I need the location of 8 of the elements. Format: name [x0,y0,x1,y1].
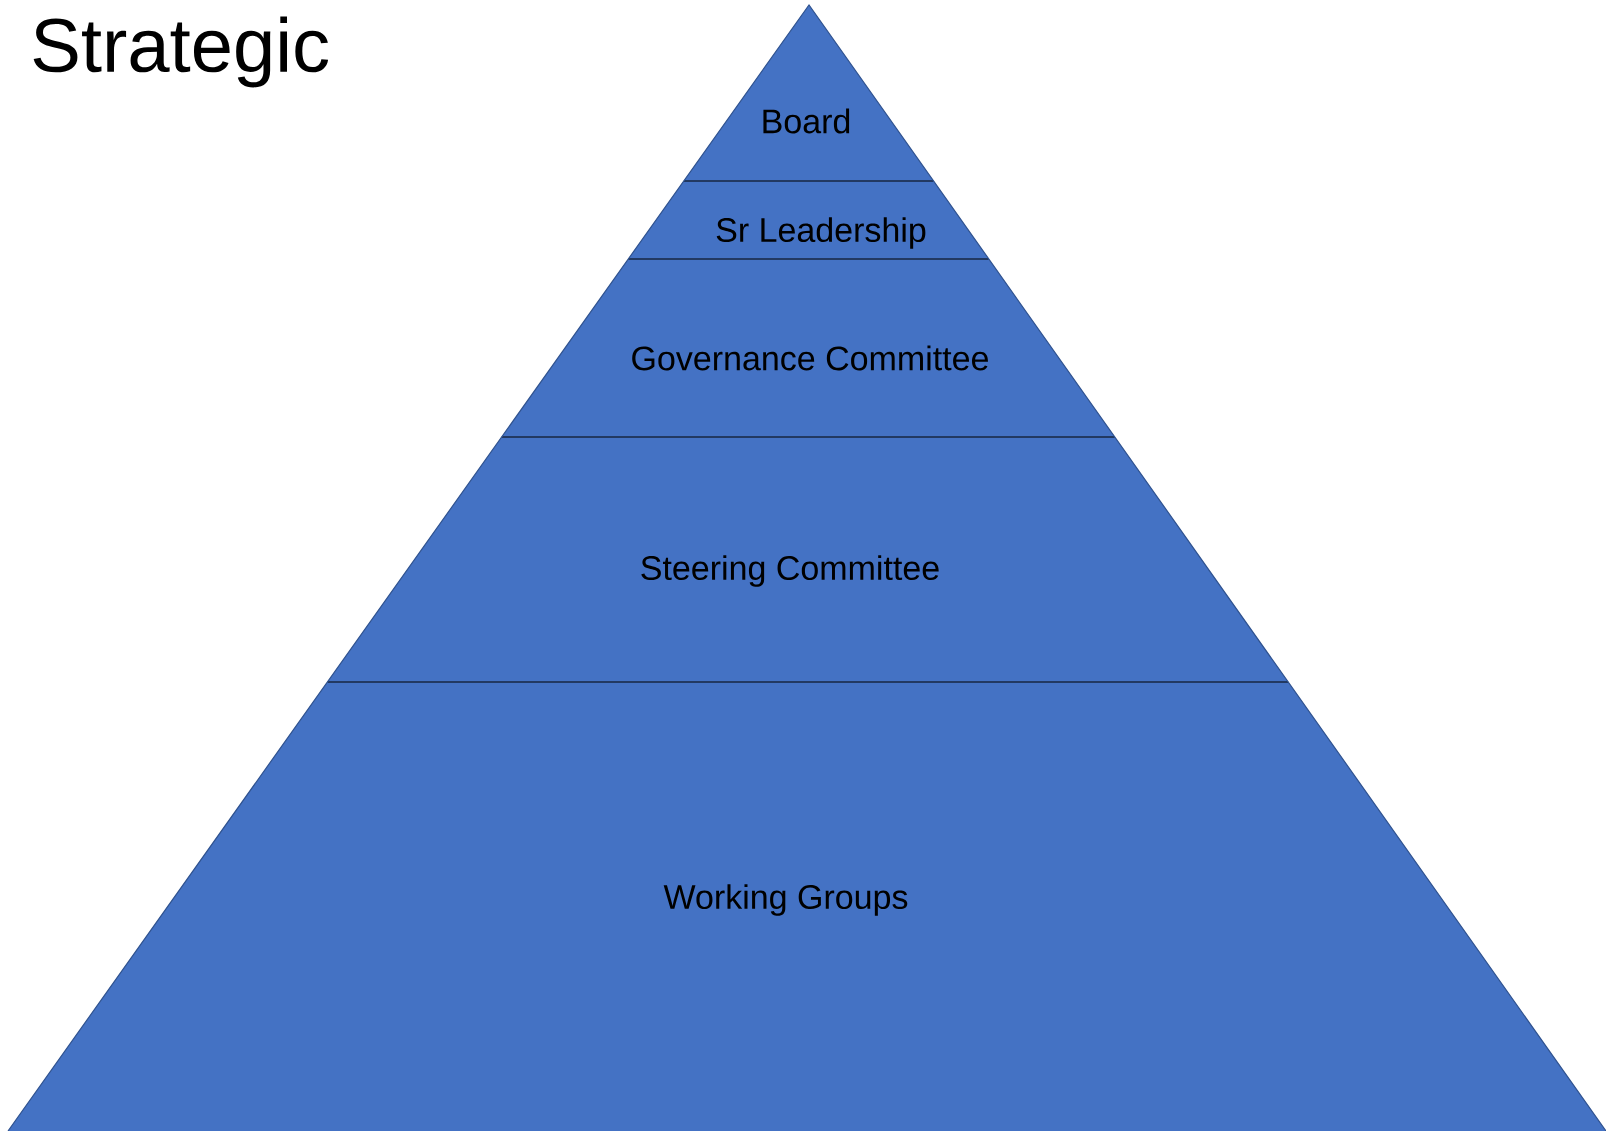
node-label: Working Groups [663,884,908,916]
node-label: Governance Committee [632,345,988,371]
node-label: Board [763,108,850,134]
heading-text: Strategic [33,16,329,88]
node-label: Steering Committee [641,555,939,587]
pyramid-tier: Board [683,5,934,181]
node-label: Sr Leadership [716,217,926,249]
pyramid-tier: Sr Leadership [628,181,989,259]
